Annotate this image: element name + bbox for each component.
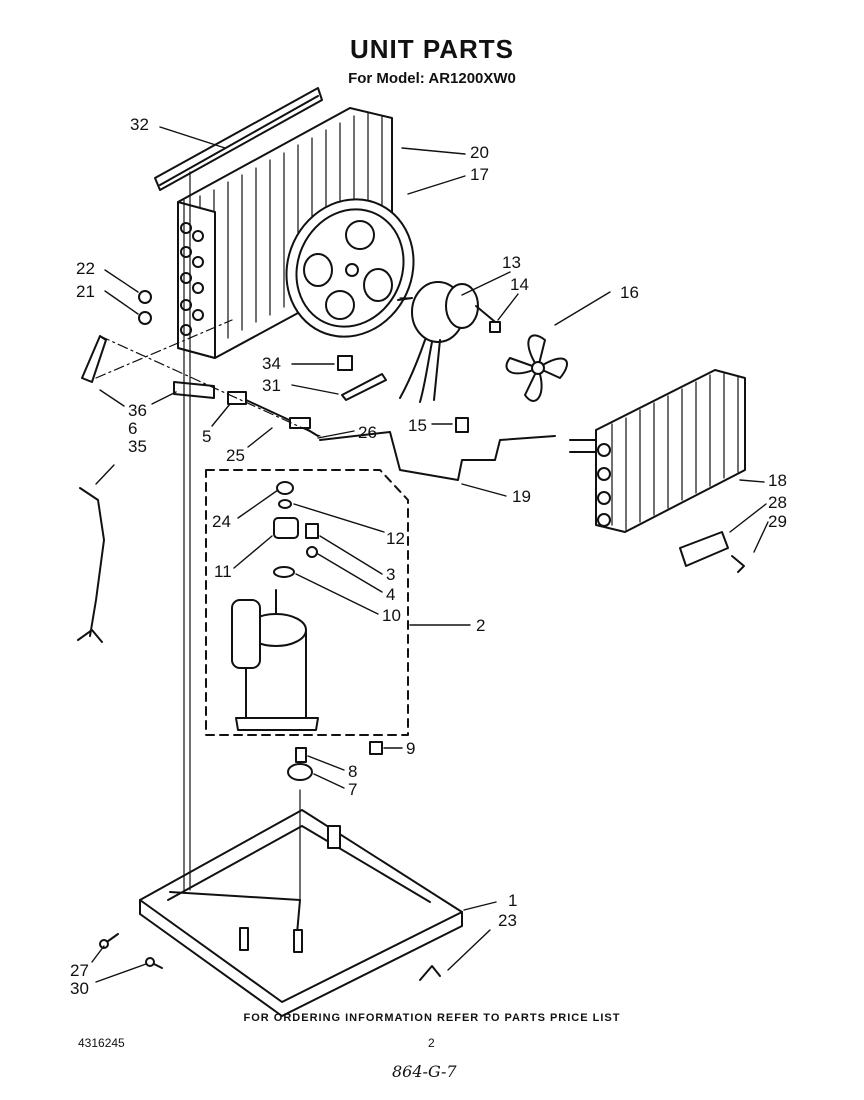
callout-34: 34 (262, 354, 281, 373)
condenser-coil-part-20 (177, 107, 393, 359)
callout-17: 17 (470, 165, 489, 184)
callout-28: 28 (768, 493, 787, 512)
callout-11: 11 (214, 562, 232, 581)
overload-part-3 (305, 523, 319, 539)
callout-20: 20 (470, 143, 489, 162)
callout-6: 6 (128, 419, 138, 438)
fan-shroud-part-17 (285, 198, 415, 338)
callout-23: 23 (498, 911, 517, 930)
compressor-assembly-part-2 (205, 469, 409, 736)
grommet-part-10 (273, 566, 295, 578)
terminal-block-part-36 (173, 381, 215, 399)
bracket-part-34 (337, 355, 353, 371)
clip-part-29 (731, 555, 745, 573)
cable-tie-part-31 (341, 373, 387, 401)
top-channel-part-32 (154, 87, 323, 191)
callout-32: 32 (130, 115, 149, 134)
clip-part-15 (455, 417, 469, 433)
alignment-lines (95, 297, 413, 437)
callout-4: 4 (386, 585, 396, 604)
callout-31: 31 (262, 376, 281, 395)
grommet-part-7 (287, 763, 313, 781)
terminal-cover-part-11 (273, 517, 299, 539)
document-number: 4316245 (78, 1036, 125, 1050)
leader-lines (91, 126, 769, 983)
callout-19: 19 (512, 487, 531, 506)
blower-wheel-part-16 (505, 334, 568, 402)
callout-14: 14 (510, 275, 529, 294)
cover-part-24 (276, 481, 294, 495)
model-subtitle: For Model: AR1200XW0 (348, 70, 516, 87)
spacer-part-8 (295, 747, 307, 763)
handwritten-code: 864-G-7 (392, 1062, 457, 1081)
page-title: UNIT PARTS (349, 34, 515, 64)
callout-27: 27 (70, 961, 89, 980)
callout-8: 8 (348, 762, 358, 781)
page-number: 2 (428, 1036, 435, 1050)
callout-26: 26 (358, 423, 377, 442)
callout-21: 21 (76, 282, 95, 301)
callout-10: 10 (382, 606, 401, 625)
washer-part-4 (306, 546, 318, 558)
callout-5: 5 (202, 427, 212, 446)
callout-9: 9 (406, 739, 416, 758)
callout-13: 13 (502, 253, 521, 272)
nut-part-14 (489, 321, 501, 333)
fan-motor-part-13 (397, 281, 501, 403)
drain-pan-part-28 (679, 531, 729, 567)
clip-part-21 (138, 311, 152, 325)
callout-12: 12 (386, 529, 405, 548)
callout-36: 36 (128, 401, 147, 420)
evaporator-coil-part-18 (569, 369, 746, 533)
callout-2: 2 (476, 616, 486, 635)
callout-30: 30 (70, 979, 89, 998)
callout-3: 3 (386, 565, 396, 584)
callout-25: 25 (226, 446, 245, 465)
ordering-note: FOR ORDERING INFORMATION REFER TO PARTS … (243, 1012, 621, 1024)
clip-part-22 (138, 290, 152, 304)
heater-element-part-6 (81, 335, 107, 383)
screw-part-27 (99, 933, 119, 949)
callout-16: 16 (620, 283, 639, 302)
callout-18: 18 (768, 471, 787, 490)
callout-35: 35 (128, 437, 147, 456)
nut-part-12 (278, 499, 292, 509)
callout-29: 29 (768, 512, 787, 531)
callout-1: 1 (508, 891, 518, 910)
wire-harness-part-35 (77, 487, 105, 643)
wire-clip-part-23 (419, 965, 441, 981)
base-pan-part-1 (139, 171, 463, 1017)
callout-15: 15 (408, 416, 427, 435)
callout-22: 22 (76, 259, 95, 278)
screw-part-30 (145, 957, 163, 969)
nut-part-9 (369, 741, 383, 755)
callout-7: 7 (348, 780, 358, 799)
suction-line-part-19 (319, 431, 556, 481)
callout-24: 24 (212, 512, 231, 531)
